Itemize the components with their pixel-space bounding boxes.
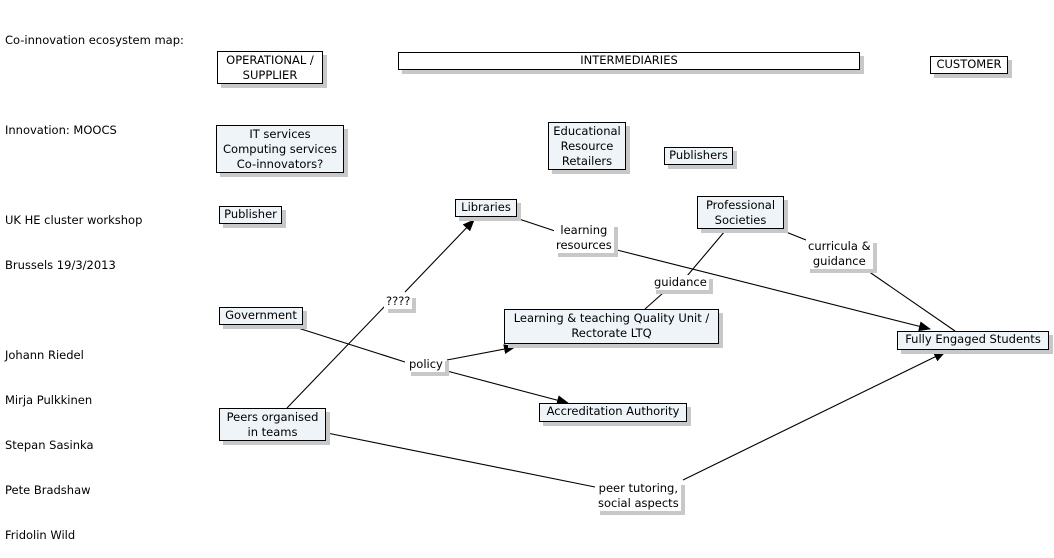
header-intermediaries[interactable]: INTERMEDIARIES <box>398 52 860 70</box>
link-label-peer-tutoring[interactable]: peer tutoring, social aspects <box>596 481 681 511</box>
node-learning-teaching-quality-unit[interactable]: Learning & teaching Quality Unit / Recto… <box>504 309 719 344</box>
link-label-policy[interactable]: policy <box>407 357 445 372</box>
edge-peers-to-unknown <box>286 305 386 409</box>
header-operational-supplier[interactable]: OPERATIONAL / SUPPLIER <box>217 51 323 84</box>
node-libraries[interactable]: Libraries <box>455 199 517 217</box>
workshop-date: Brussels 19/3/2013 <box>5 258 116 272</box>
node-it-services[interactable]: IT services Computing services Co-innova… <box>216 125 344 173</box>
edge-guidance-to-ltq <box>644 292 664 310</box>
node-accreditation-authority[interactable]: Accreditation Authority <box>539 403 687 422</box>
node-professional-societies[interactable]: Professional Societies <box>697 196 784 229</box>
edge-government-to-policy <box>297 327 406 363</box>
node-peers-organised-in-teams[interactable]: Peers organised in teams <box>219 408 326 441</box>
node-fully-engaged-students[interactable]: Fully Engaged Students <box>897 331 1049 350</box>
header-customer[interactable]: CUSTOMER <box>930 56 1008 74</box>
edge-curricula-to-students <box>867 270 956 332</box>
node-publisher[interactable]: Publisher <box>219 206 282 224</box>
author: Stepan Sasinka <box>5 438 94 452</box>
workshop-label: UK HE cluster workshop <box>5 213 143 227</box>
author: Mirja Pulkkinen <box>5 393 93 407</box>
edge-libraries-to-learning-resources <box>518 218 556 232</box>
edge-policy-to-ltq <box>446 344 516 361</box>
edge-policy-to-accreditation <box>446 370 569 406</box>
edge-peers-to-peer-tutoring <box>326 432 596 488</box>
edge-societies-to-curricula <box>785 231 807 241</box>
author: Pete Bradshaw <box>5 483 91 497</box>
link-label-learning-resources[interactable]: learning resources <box>554 223 614 253</box>
node-government[interactable]: Government <box>219 307 303 325</box>
edge-societies-to-guidance <box>686 230 726 277</box>
map-title: Co-innovation ecosystem map: <box>5 33 184 47</box>
connection-lines <box>286 218 956 488</box>
map-info: Co-innovation ecosystem map: Innovation:… <box>5 3 184 558</box>
author: Fridolin Wild <box>5 528 76 542</box>
author: Johann Riedel <box>5 348 84 362</box>
link-label-unknown[interactable]: ???? <box>384 294 413 309</box>
node-publishers[interactable]: Publishers <box>664 147 733 165</box>
innovation-label: Innovation: MOOCS <box>5 123 117 137</box>
edge-learning-resources-to-students <box>616 249 931 332</box>
link-label-curricula-guidance[interactable]: curricula & guidance <box>806 239 873 269</box>
edge-peer-tutoring-to-students <box>682 351 946 481</box>
edge-unknown-to-libraries <box>404 219 475 293</box>
link-label-guidance[interactable]: guidance <box>652 275 709 290</box>
node-educational-resource-retailers[interactable]: Educational Resource Retailers <box>548 122 626 170</box>
